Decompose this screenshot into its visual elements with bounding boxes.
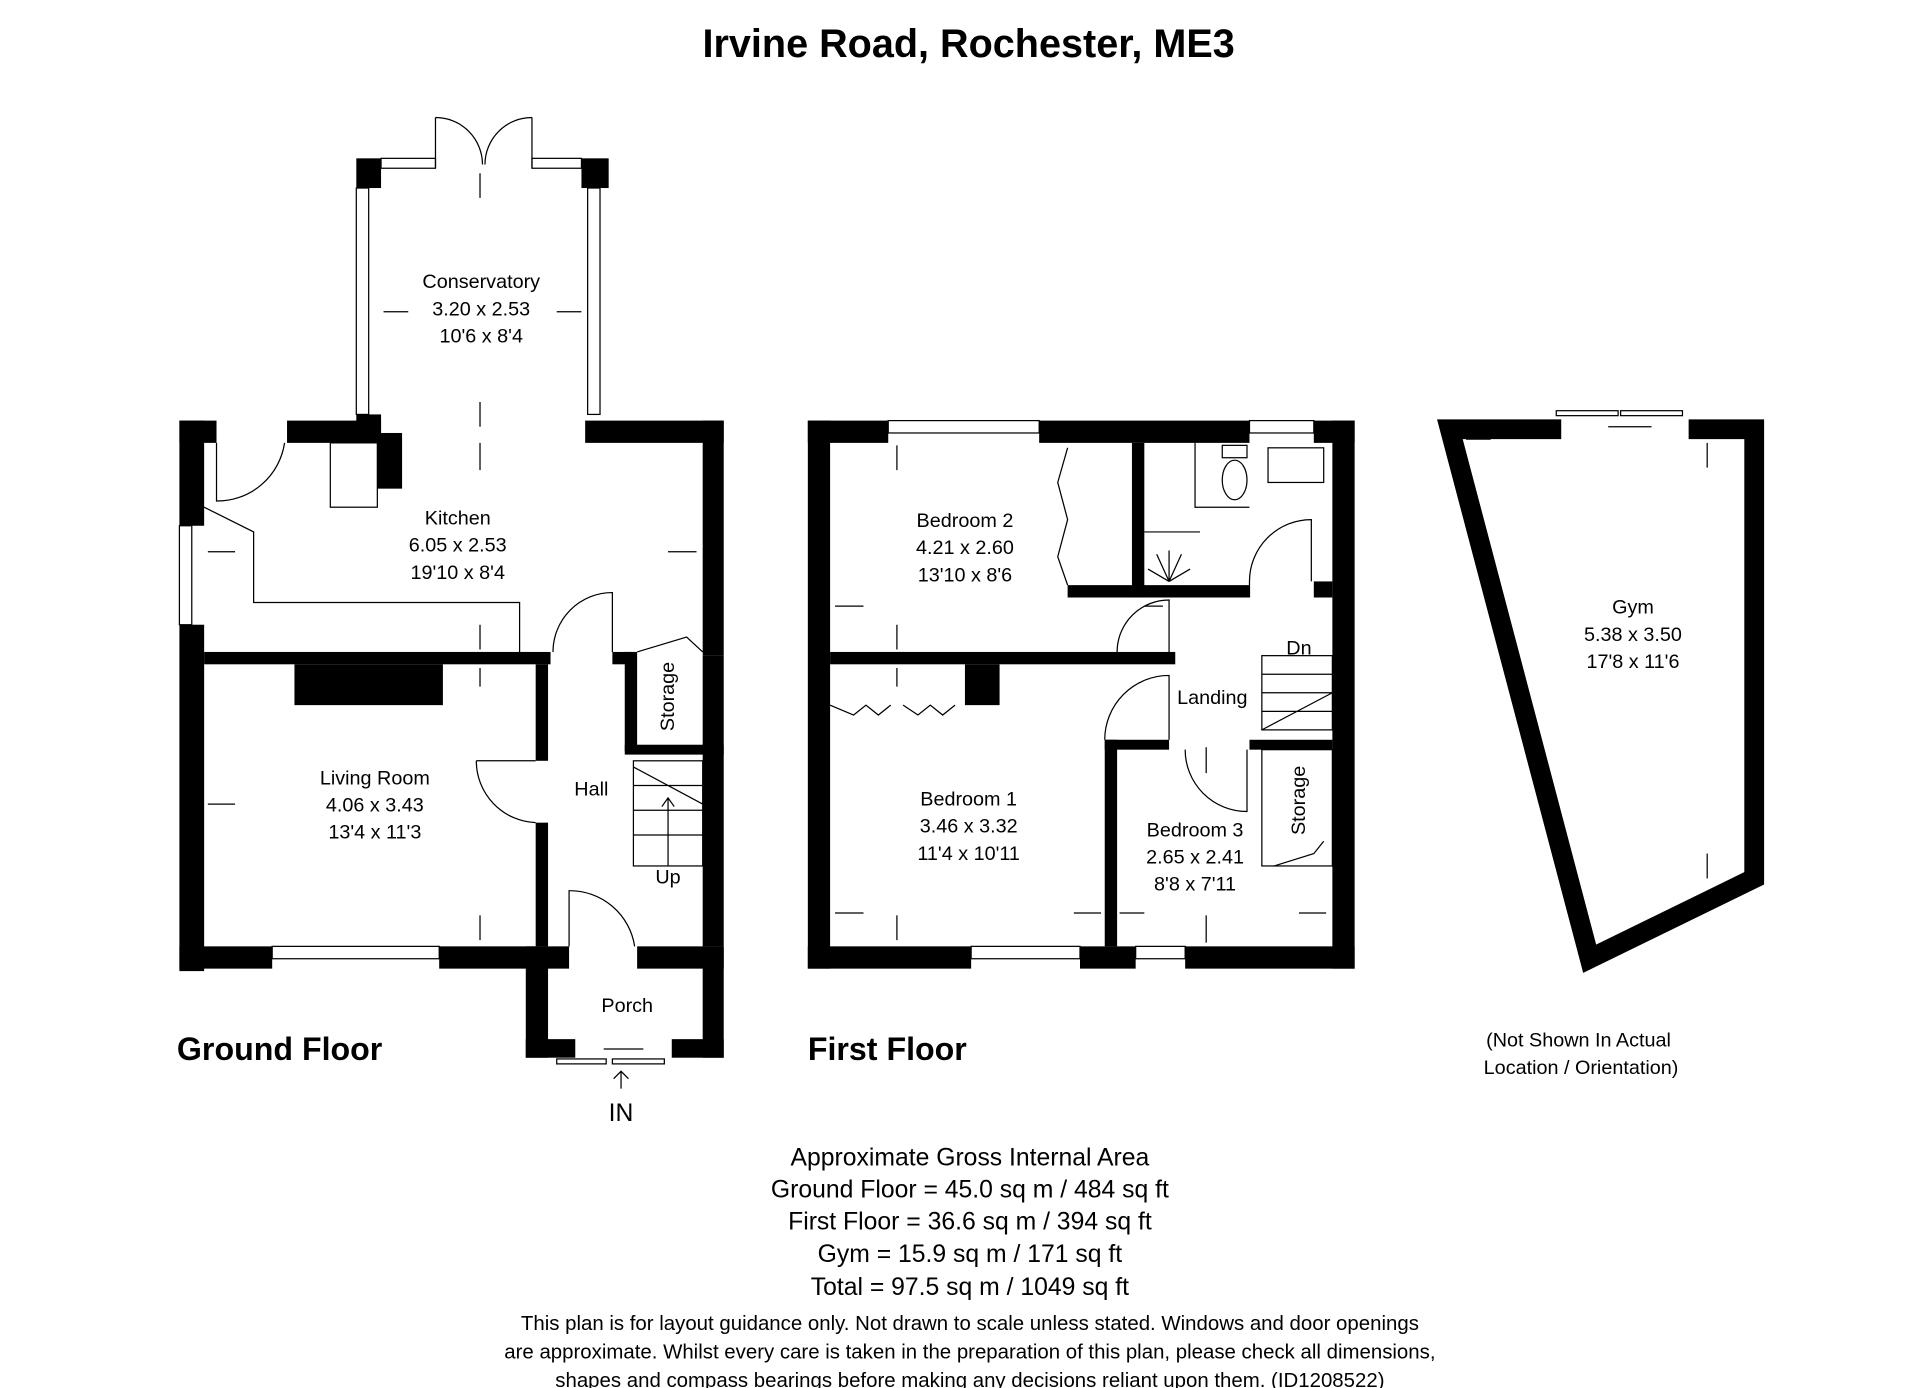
area-heading: Approximate Gross Internal Area xyxy=(790,1144,1149,1171)
area-first-floor: First Floor = 36.6 sq m / 394 sq ft xyxy=(788,1209,1152,1236)
kitchen-name: Kitchen xyxy=(425,508,491,530)
gym-note-line-1: (Not Shown In Actual xyxy=(1486,1030,1671,1052)
disclaimer: This plan is for layout guidance only. N… xyxy=(504,1313,1435,1388)
first-floor-label: First Floor xyxy=(808,1031,967,1067)
bedroom-1-metric: 3.46 x 3.32 xyxy=(920,816,1018,838)
hall-label: Hall xyxy=(574,778,608,800)
gym-note-line-2: Location / Orientation) xyxy=(1484,1057,1679,1079)
ground-floor-label: Ground Floor xyxy=(177,1031,383,1067)
kitchen-metric: 6.05 x 2.53 xyxy=(409,535,507,557)
living-room-name: Living Room xyxy=(320,767,430,789)
bedroom-2-imperial: 13'10 x 8'6 xyxy=(918,564,1012,586)
ground-floor-plan: Conservatory 3.20 x 2.53 10'6 x 8'4 Kitc… xyxy=(177,116,724,1127)
disclaimer-line-3: shapes and compass bearings before makin… xyxy=(555,1370,1384,1388)
gym-plan: Gym 5.38 x 3.50 17'8 x 11'6 (Not Shown I… xyxy=(1437,410,1765,1079)
kitchen-imperial: 19'10 x 8'4 xyxy=(411,562,505,584)
conservatory-imperial: 10'6 x 8'4 xyxy=(440,326,523,348)
bedroom-3-imperial: 8'8 x 7'11 xyxy=(1154,874,1236,896)
bedroom-1-name: Bedroom 1 xyxy=(920,788,1017,810)
living-room-imperial: 13'4 x 11'3 xyxy=(328,822,421,844)
disclaimer-line-1: This plan is for layout guidance only. N… xyxy=(521,1313,1419,1335)
landing-label: Landing xyxy=(1177,687,1247,709)
living-room-metric: 4.06 x 3.43 xyxy=(326,795,424,817)
bedroom-2-metric: 4.21 x 2.60 xyxy=(916,537,1014,559)
porch-label: Porch xyxy=(601,995,653,1017)
bedroom-1-imperial: 11'4 x 10'11 xyxy=(917,843,1020,865)
gym-imperial: 17'8 x 11'6 xyxy=(1586,651,1679,673)
entrance-label: IN xyxy=(609,1100,634,1127)
area-total: Total = 97.5 sq m / 1049 sq ft xyxy=(811,1274,1129,1301)
bedroom-2-name: Bedroom 2 xyxy=(917,510,1014,532)
gym-name: Gym xyxy=(1612,597,1654,619)
plan-title: Irvine Road, Rochester, ME3 xyxy=(703,22,1235,66)
area-ground-floor: Ground Floor = 45.0 sq m / 484 sq ft xyxy=(771,1176,1169,1203)
ground-storage-label: Storage xyxy=(657,662,679,731)
conservatory-name: Conservatory xyxy=(422,271,540,293)
stairs-down-label: Dn xyxy=(1286,637,1311,659)
first-storage-label: Storage xyxy=(1288,766,1310,835)
disclaimer-line-2: are approximate. Whilst every care is ta… xyxy=(504,1341,1435,1363)
area-summary: Approximate Gross Internal Area Ground F… xyxy=(771,1144,1169,1301)
gym-metric: 5.38 x 3.50 xyxy=(1584,624,1682,646)
bedroom-3-metric: 2.65 x 2.41 xyxy=(1146,846,1244,868)
area-gym: Gym = 15.9 sq m / 171 sq ft xyxy=(818,1241,1123,1268)
conservatory-metric: 3.20 x 2.53 xyxy=(432,298,530,320)
bedroom-3-name: Bedroom 3 xyxy=(1147,819,1244,841)
first-floor-plan: Bedroom 2 4.21 x 2.60 13'10 x 8'6 Bedroo… xyxy=(807,419,1355,1067)
stairs-up-label: Up xyxy=(655,866,680,888)
